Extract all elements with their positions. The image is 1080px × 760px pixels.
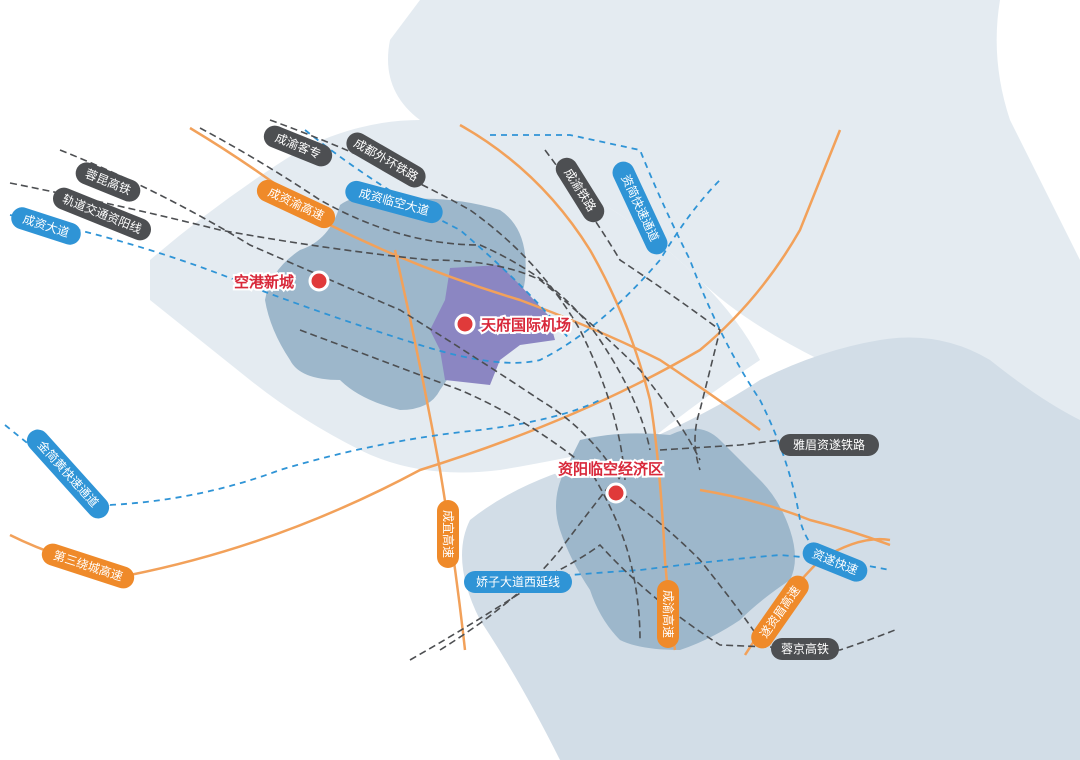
label-rongjing-hsr: 蓉京高铁 [771, 638, 839, 660]
airport-marker: 天府国际机场 [454, 313, 573, 336]
location-marker-icon [605, 482, 627, 504]
route-labels: 蓉昆高铁 轨道交通资阳线 成资大道 成渝客专 成都外环铁路 成资渝高速 成资临空… [11, 125, 879, 660]
east-exp-line [699, 488, 891, 547]
konggang-rail-line [299, 329, 641, 641]
label-third-ring: 第三绕城高速 [41, 543, 135, 589]
rongjing-hsr-line [409, 543, 896, 661]
ziyang-label: 资阳临空经济区 [558, 460, 663, 478]
svg-text:雅眉资遂铁路: 雅眉资遂铁路 [793, 437, 865, 452]
svg-text:娇子大道西延线: 娇子大道西延线 [476, 575, 560, 589]
svg-text:成渝高速: 成渝高速 [661, 590, 676, 638]
city-markers: 空港新城 天府国际机场 资阳临空经济区 [232, 270, 665, 504]
label-chengyu-exp: 成渝高速 [657, 580, 679, 648]
metro-ziyang-line [59, 149, 621, 481]
svg-text:成宜高速: 成宜高速 [441, 510, 456, 558]
label-yameizisui-rail: 雅眉资遂铁路 [779, 434, 879, 456]
ziyang-marker: 资阳临空经济区 [556, 458, 665, 504]
chengyu-exp-line [459, 123, 677, 651]
location-marker-icon [454, 313, 476, 335]
location-marker-icon [308, 270, 330, 292]
outer-ring-rail-line [199, 127, 651, 451]
svg-text:金简黄快速通道: 金简黄快速通道 [35, 437, 102, 509]
airport-zone [430, 265, 555, 385]
chengzi-avenue-line [9, 179, 721, 364]
terrain-regions [150, 0, 1080, 760]
airport-label: 天府国际机场 [481, 316, 571, 334]
label-chengyi-exp: 成宜高速 [437, 500, 459, 568]
label-jiaozi-west: 娇子大道西延线 [464, 571, 572, 593]
konggang-marker: 空港新城 [232, 270, 330, 293]
svg-text:蓉京高铁: 蓉京高铁 [781, 641, 829, 656]
konggang-label: 空港新城 [234, 273, 294, 291]
chengyu-rail-line [544, 149, 721, 471]
rongkun-hsr-line [9, 182, 701, 461]
label-jintang-jianyang: 金简黄快速通道 [26, 429, 110, 519]
chengzi-airport-ave-line [304, 129, 571, 341]
